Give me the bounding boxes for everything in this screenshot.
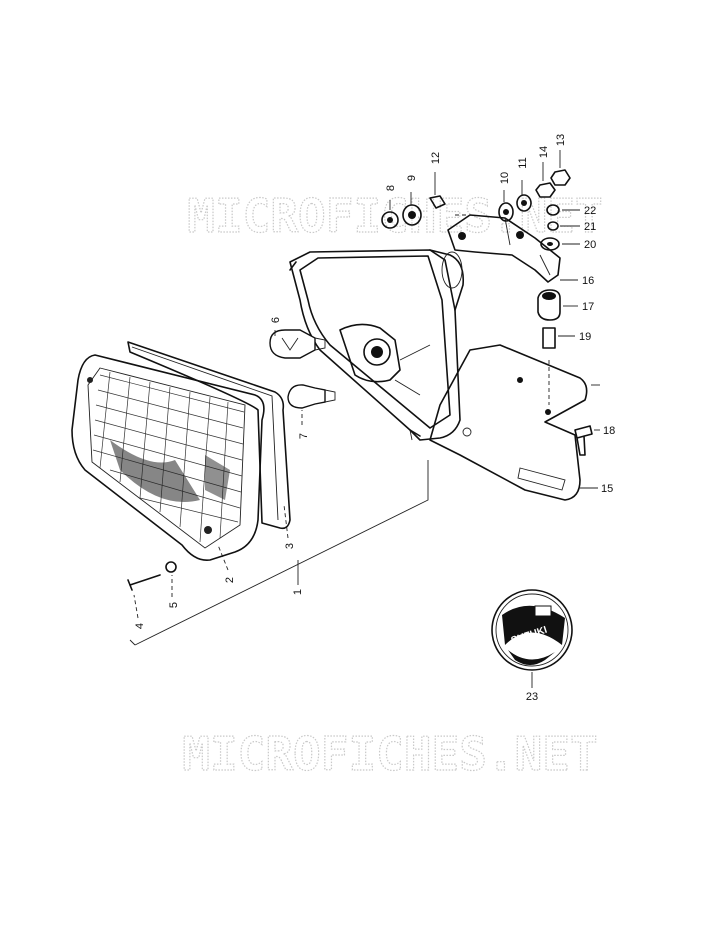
part-number-7: 7 (298, 433, 310, 439)
bulb-6 (269, 329, 326, 359)
hardware-parts (381, 169, 593, 456)
gasket-part (127, 341, 291, 530)
bracket-part (429, 344, 588, 501)
part-number-20: 20 (584, 239, 596, 251)
watermark-bottom: MICROFICHES.NET (182, 727, 597, 781)
upper-bracket-part (447, 214, 561, 283)
cap-part: SUZUKI (491, 589, 573, 671)
screw-4 (127, 574, 161, 591)
watermark-top: MICROFICHES.NET (187, 189, 602, 243)
washer-5 (165, 561, 177, 573)
part-number-15: 15 (601, 483, 613, 495)
part-number-21: 21 (584, 221, 596, 233)
bulb-7 (287, 384, 336, 409)
part-number-5: 5 (168, 602, 180, 608)
lens-part (71, 354, 265, 562)
part-number-9: 9 (406, 175, 418, 181)
part-number-14: 14 (538, 146, 550, 158)
part-number-19: 19 (579, 331, 591, 343)
part-number-8: 8 (385, 185, 397, 191)
housing-part (289, 249, 465, 441)
part-number-3: 3 (284, 543, 296, 549)
part-number-12: 12 (430, 152, 442, 164)
part-number-6: 6 (270, 317, 282, 323)
part-number-17: 17 (582, 301, 594, 313)
part-number-11: 11 (517, 157, 529, 168)
part-number-23: 23 (526, 691, 538, 703)
part-number-13: 13 (555, 134, 567, 146)
part-number-10: 10 (499, 172, 511, 184)
part-number-18: 18 (603, 425, 615, 437)
part-number-1: 1 (292, 589, 304, 595)
leader-lines (133, 150, 600, 688)
part-number-22: 22 (584, 205, 596, 217)
part-number-labels: 1 2 3 4 5 6 7 8 9 10 11 12 13 14 15 16 1… (134, 134, 615, 703)
part-number-16: 16 (582, 275, 594, 287)
assembly-bracket-1 (129, 460, 429, 646)
part-number-4: 4 (134, 623, 146, 629)
part-number-2: 2 (224, 577, 236, 583)
